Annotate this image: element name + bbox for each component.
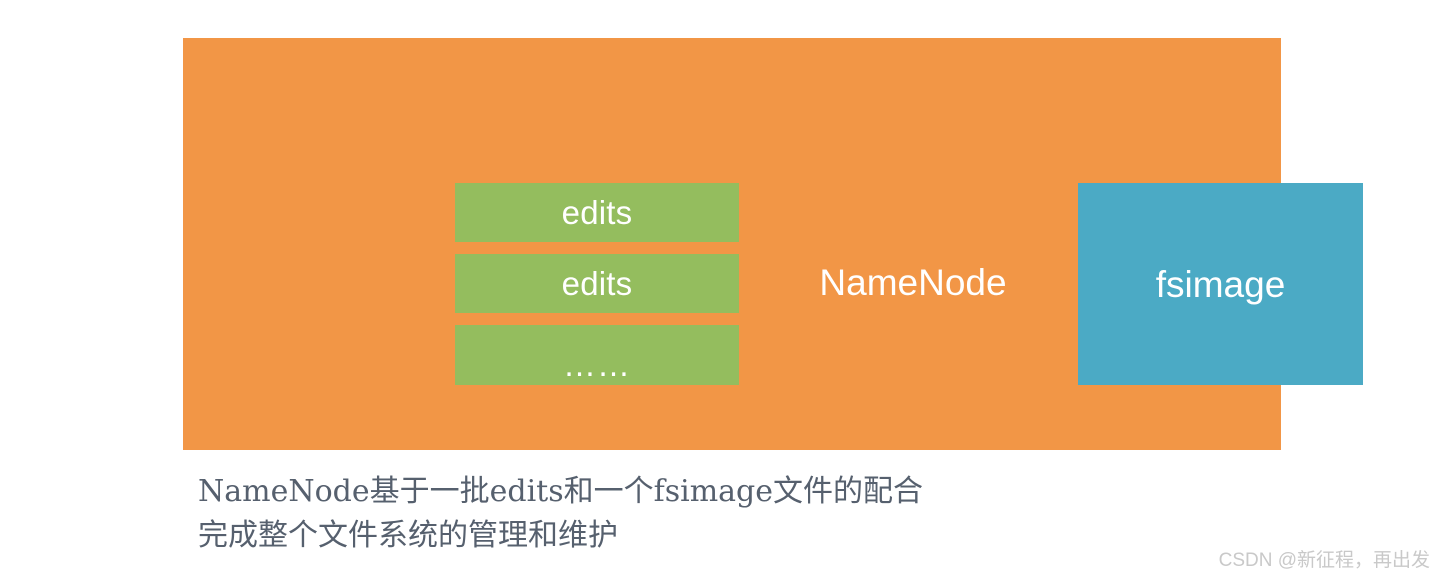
namenode-panel: edits edits …… NameNode fsimage xyxy=(183,38,1363,450)
edits-box-2-label: edits xyxy=(561,265,633,302)
caption-line-1: NameNode基于一批edits和一个fsimage文件的配合 xyxy=(198,474,923,509)
caption-line-2: 完成整个文件系统的管理和维护 xyxy=(198,518,618,553)
edits-box-1-label: edits xyxy=(561,194,633,231)
edits-box-1: edits xyxy=(455,183,739,242)
namenode-label: NameNode xyxy=(819,262,1007,303)
edits-box-2: edits xyxy=(455,254,739,313)
csdn-watermark: CSDN @新征程，再出发 xyxy=(1218,550,1430,571)
edits-box-ellipsis-label: …… xyxy=(563,345,631,383)
fsimage-box-label: fsimage xyxy=(1155,263,1286,305)
edits-box-ellipsis: …… xyxy=(455,325,739,385)
caption: NameNode基于一批edits和一个fsimage文件的配合 完成整个文件系… xyxy=(198,470,1198,558)
fsimage-box: fsimage xyxy=(1078,183,1363,385)
